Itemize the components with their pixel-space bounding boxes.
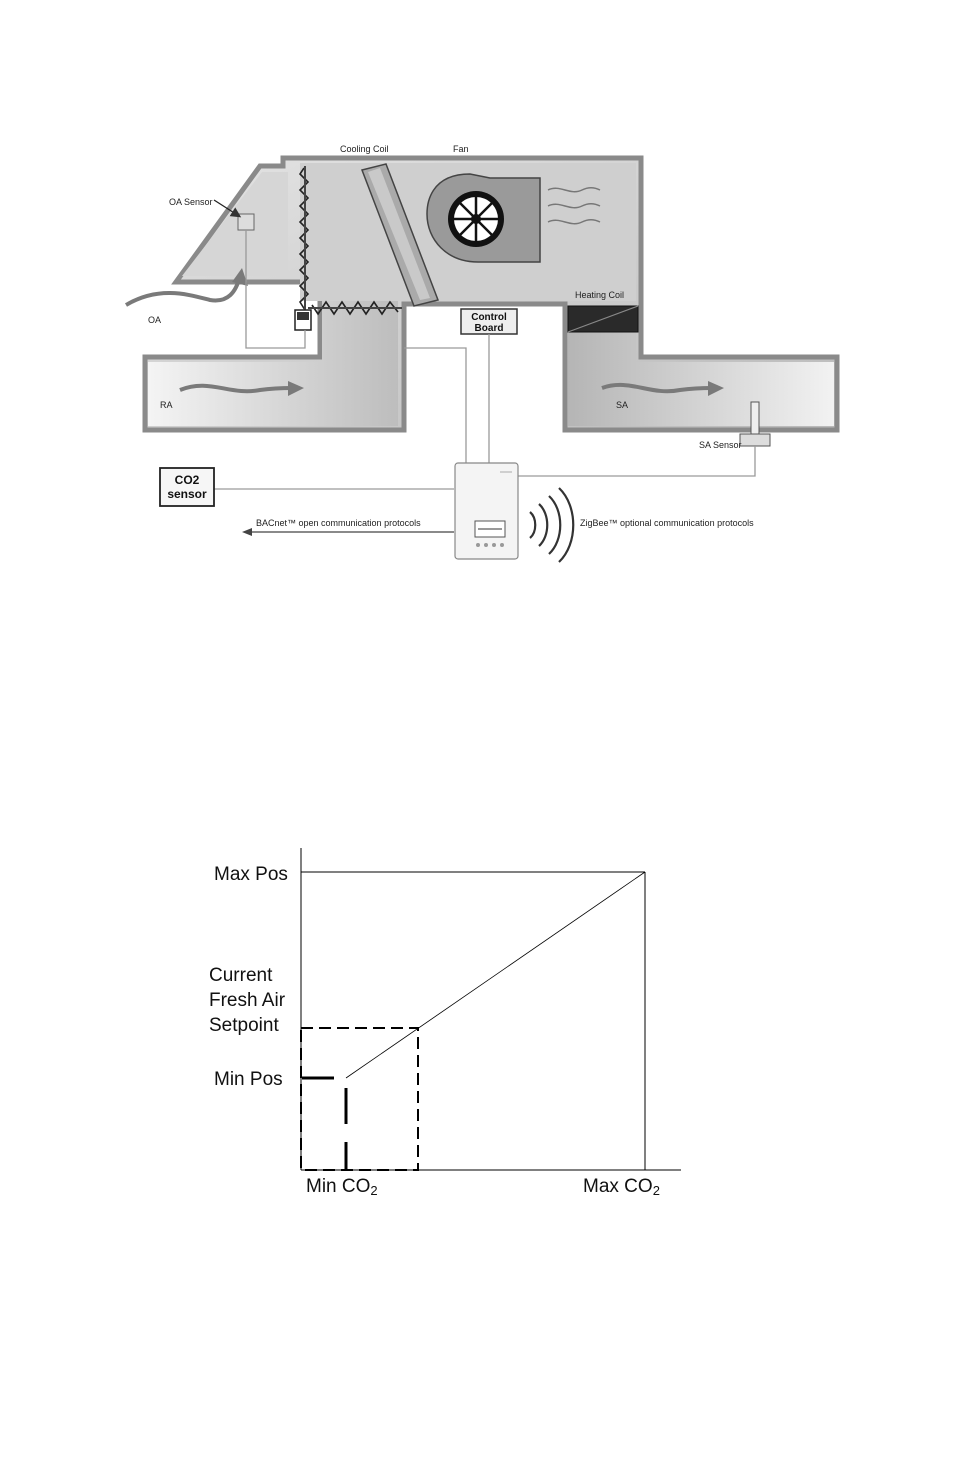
control-board-label-1: Control <box>471 312 507 323</box>
sa-sensor-probe <box>751 402 759 434</box>
subscript-2: 2 <box>370 1183 377 1198</box>
oa-sensor <box>238 214 254 230</box>
label-current-2: Fresh Air <box>209 990 286 1011</box>
label-ra: RA <box>160 400 173 410</box>
label-oa: OA <box>148 315 161 325</box>
label-fan: Fan <box>453 144 469 154</box>
label-sa-sensor: SA Sensor <box>699 440 742 450</box>
label-max-pos: Max Pos <box>214 864 288 885</box>
label-min-pos: Min Pos <box>214 1069 283 1090</box>
setpoint-ramp-line <box>346 872 645 1078</box>
label-max-co2: Max CO2 <box>583 1176 660 1198</box>
label-oa-sensor: OA Sensor <box>169 197 213 207</box>
label-min-co2: Min CO2 <box>306 1176 378 1198</box>
co2-sensor-label-2: sensor <box>167 487 207 501</box>
control-board-label-2: Board <box>475 323 504 334</box>
label-sa: SA <box>616 400 628 410</box>
current-setpoint-box <box>301 1028 418 1170</box>
label-bacnet: BACnet™ open communication protocols <box>256 518 421 528</box>
subscript-2: 2 <box>653 1183 660 1198</box>
sa-sensor <box>740 434 770 446</box>
label-current-3: Setpoint <box>209 1015 279 1036</box>
fresh-air-setpoint-graph: Max Pos Current Fresh Air Setpoint Min P… <box>0 840 954 1220</box>
ahu-diagram: Control Board CO2 sensor Cooling Coil Fa… <box>0 0 954 600</box>
co2-sensor-label-1: CO2 <box>175 473 200 487</box>
label-cooling-coil: Cooling Coil <box>340 144 389 154</box>
zigbee-waves-icon <box>530 488 573 562</box>
label-current-1: Current <box>209 965 273 986</box>
label-heating-coil: Heating Coil <box>575 290 624 300</box>
oa-intake <box>182 172 288 276</box>
label-zigbee: ZigBee™ optional communication protocols <box>580 518 754 528</box>
